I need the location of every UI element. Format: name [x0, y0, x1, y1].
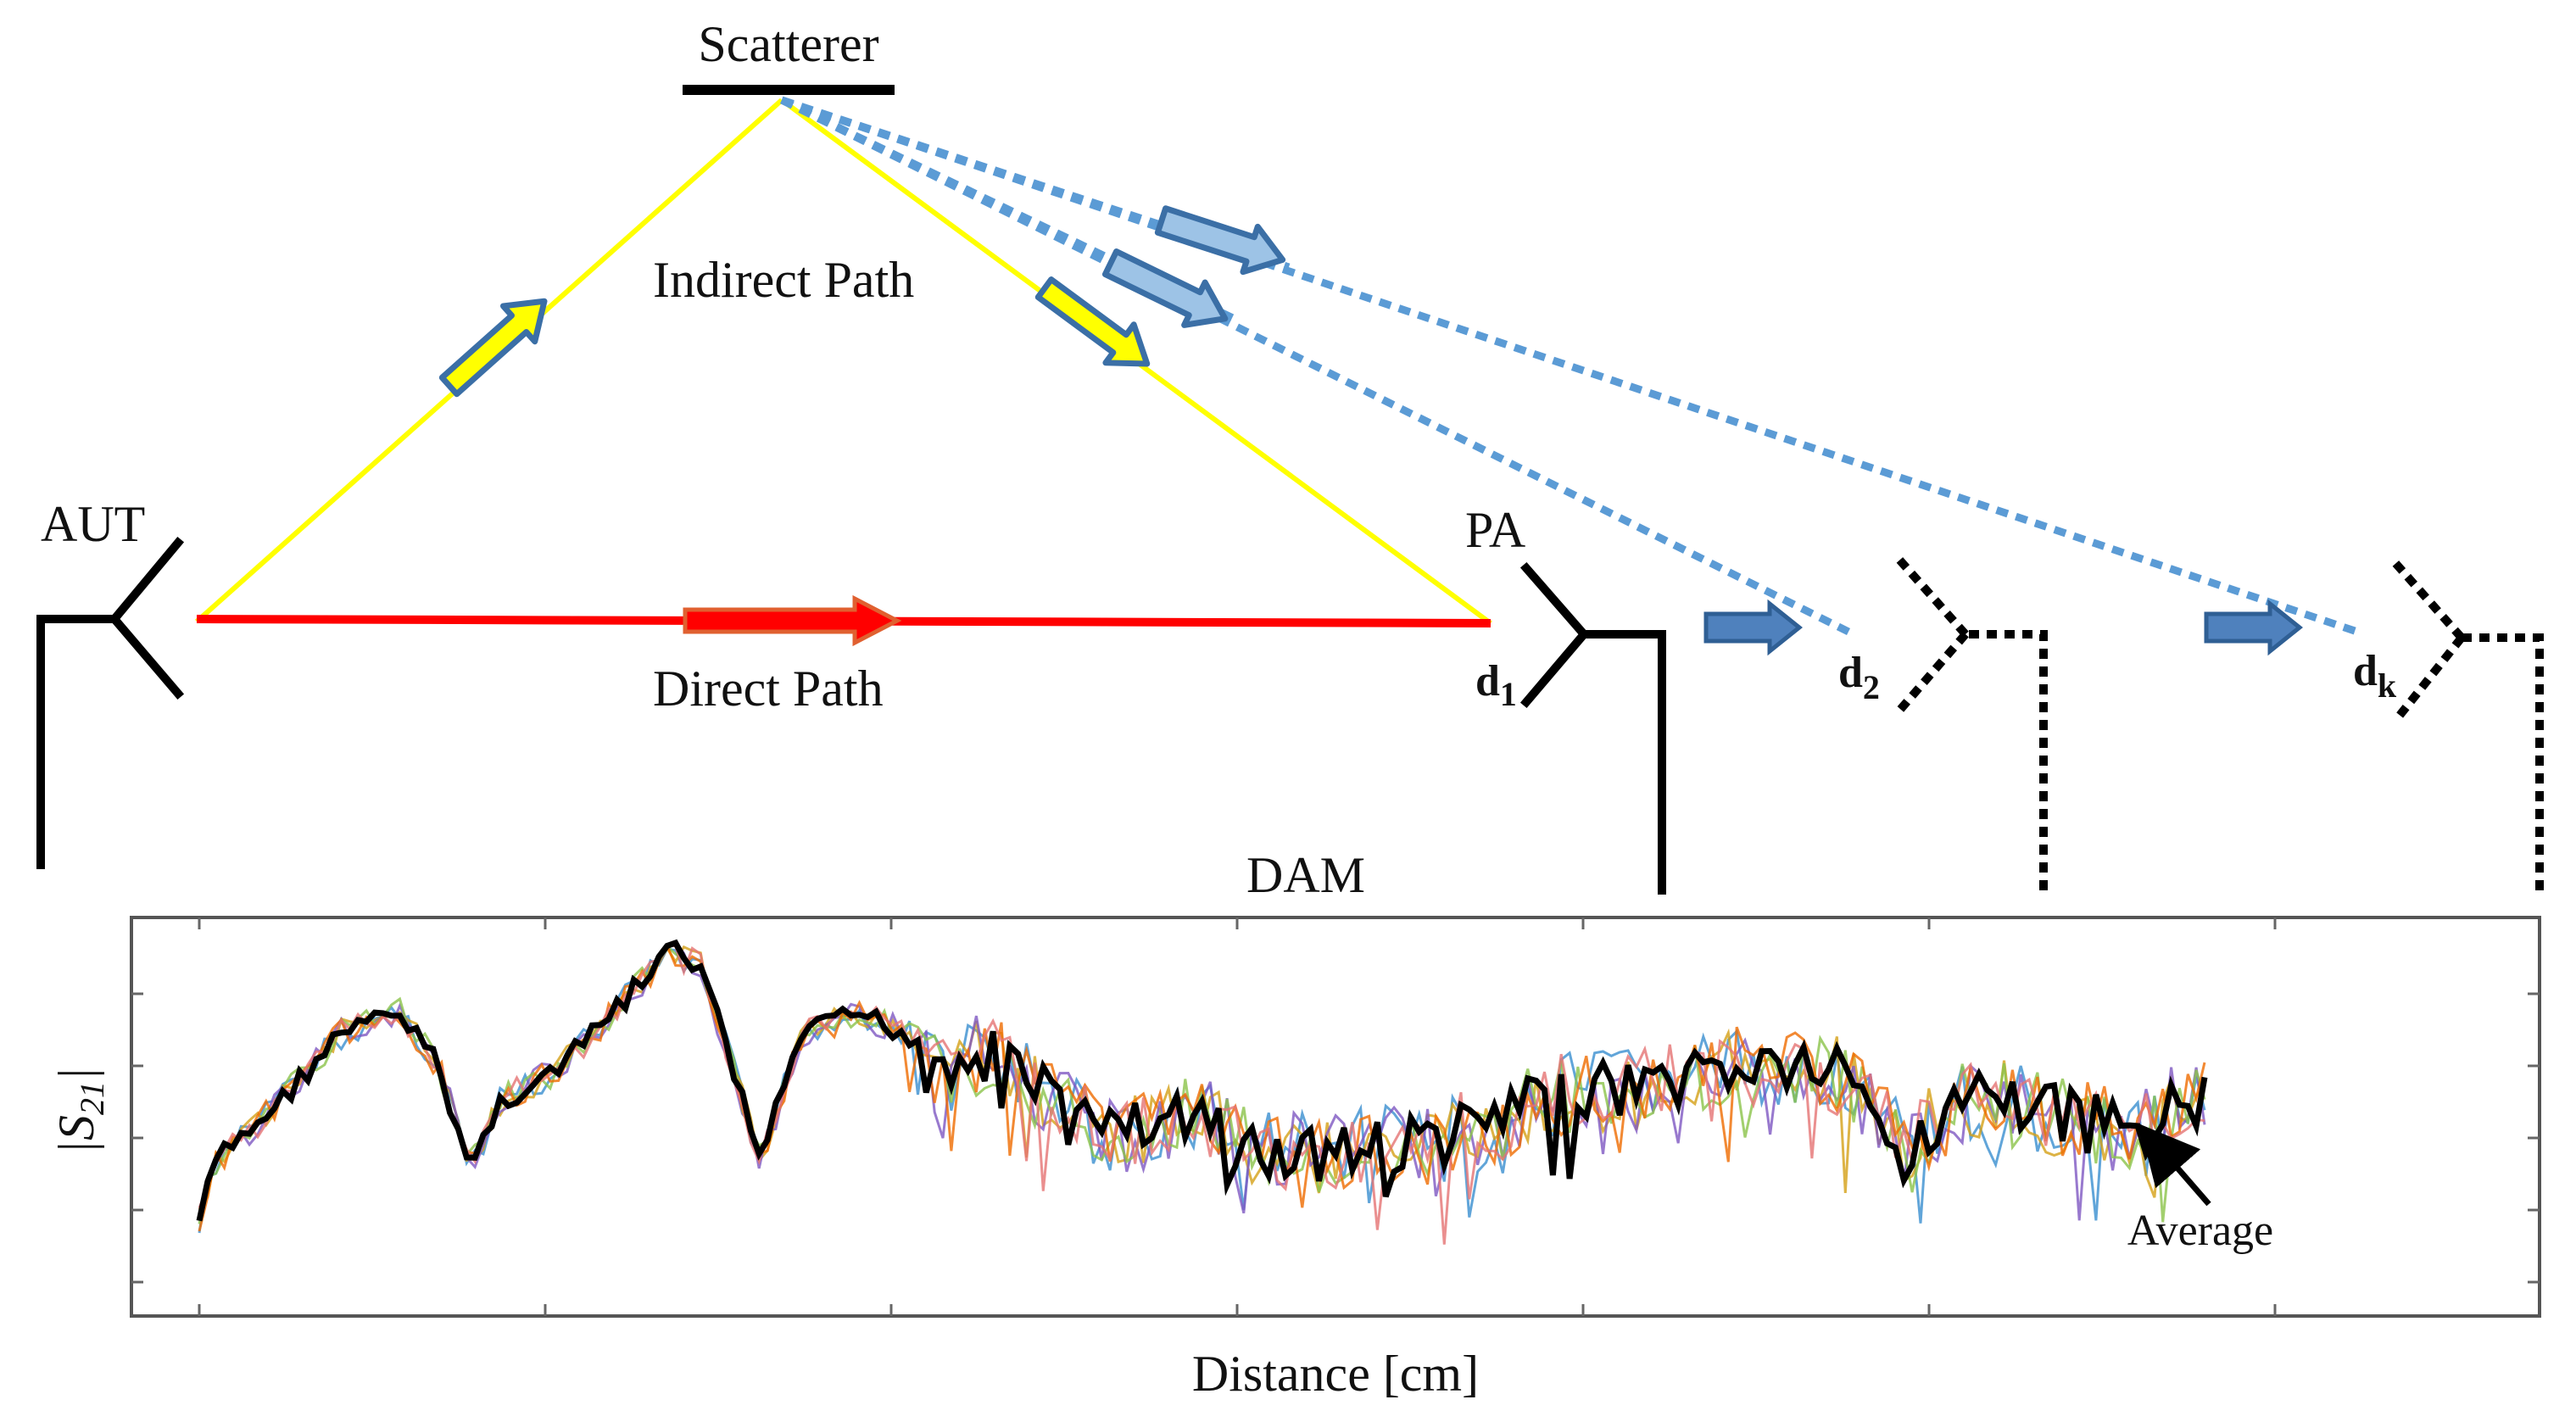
series-average [196, 939, 2208, 1222]
x-ticks [198, 917, 2277, 1316]
chart-ylabel: |S21| [48, 1068, 111, 1155]
d2-label: d2 [1838, 649, 1880, 706]
scatterer-label: Scatterer [698, 16, 878, 72]
series-trace-2 [198, 945, 2206, 1211]
average-label: Average [2127, 1207, 2273, 1255]
dam-label: DAM [1246, 847, 1365, 903]
chart: Average Distance [cm] |S21| [48, 916, 2541, 1402]
indirect-arrow-up [438, 298, 548, 398]
d2-antenna [1896, 556, 2048, 890]
indirect-arrow-down [1034, 276, 1151, 367]
dk-antenna [2392, 560, 2544, 890]
indirect-path-label: Indirect Path [653, 252, 914, 308]
dk-label: dk [2353, 647, 2397, 705]
d1-label: d1 [1475, 657, 1517, 713]
blue-arrow-dk [2204, 599, 2304, 656]
blue-arrow-d2 [1703, 599, 1804, 656]
aut-antenna [36, 536, 185, 869]
pa-antenna [1519, 561, 1666, 895]
blue-dotted-paths [779, 96, 2359, 636]
direct-path-arrow [683, 594, 902, 647]
aut-label: AUT [41, 496, 145, 552]
direct-path-label: Direct Path [653, 661, 884, 717]
series-trace-6 [198, 943, 2205, 1245]
y-ticks [131, 992, 2540, 1284]
blue-arrow-upper [1154, 205, 1286, 276]
chart-xlabel: Distance [cm] [1192, 1346, 1479, 1402]
chart-series [196, 939, 2208, 1245]
pa-label: PA [1465, 502, 1525, 558]
blue-arrow-lower [1101, 248, 1229, 328]
average-arrow [2138, 1124, 2211, 1207]
